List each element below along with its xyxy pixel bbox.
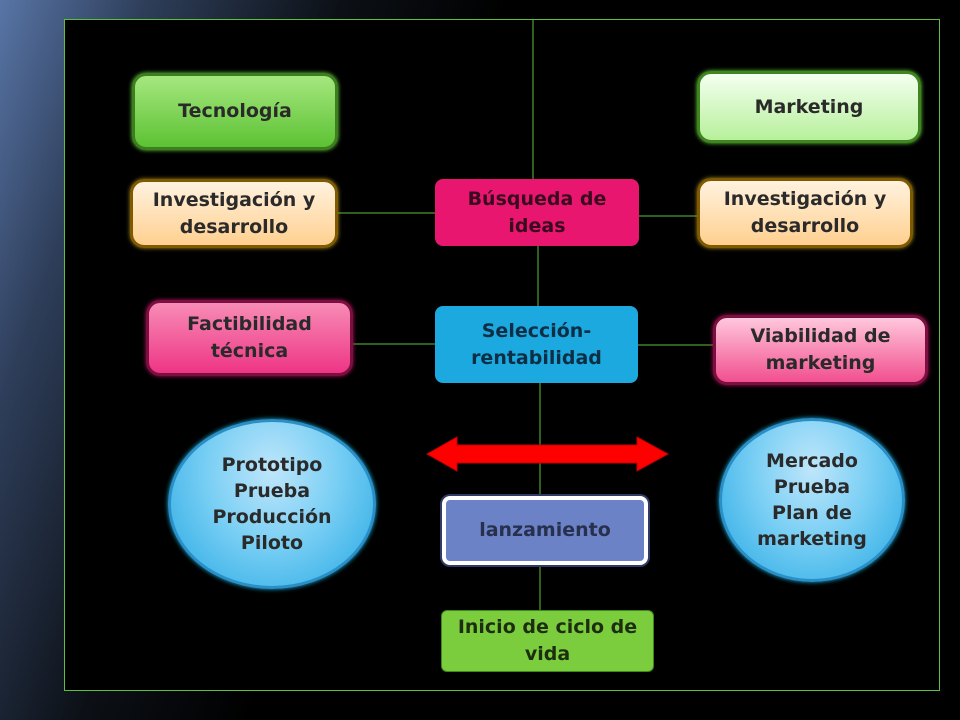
tecnologia-label: Tecnología (178, 100, 292, 122)
marketing-label: Marketing (754, 95, 864, 118)
factibilidad-label: Factibilidad técnica (187, 313, 312, 362)
prototipo-line-3: Producción (212, 506, 332, 528)
left-rd-label: Investigación y desarrollo (152, 188, 316, 238)
factibilidad-box: Factibilidad técnica (146, 300, 353, 376)
tecnologia-box: Tecnología (132, 73, 338, 150)
lanzamiento-label: lanzamiento (479, 519, 611, 541)
left-rd-box: Investigación y desarrollo (130, 179, 338, 248)
mercado-line-4: marketing (757, 528, 867, 550)
mercado-line-3: Plan de (772, 502, 852, 524)
mercado-line-2: Prueba (773, 476, 851, 498)
right-rd-label: Investigación y desarrollo (723, 188, 887, 237)
prototipo-line-2: Prueba (233, 480, 311, 502)
ciclo-vida-box: Inicio de ciclo de vida (441, 610, 654, 672)
busqueda-ideas-label: Búsqueda de ideas (467, 187, 607, 237)
mercado-oval: Mercado Prueba Plan de marketing (719, 418, 905, 582)
prototipo-line-4: Piloto (240, 532, 304, 554)
prototipo-line-1: Prototipo (221, 454, 323, 476)
mercado-line-1: Mercado (766, 450, 858, 472)
lanzamiento-box: lanzamiento (442, 496, 648, 565)
viabilidad-label: Viabilidad de marketing (750, 325, 891, 374)
seleccion-box: Selección- rentabilidad (435, 306, 638, 383)
right-rd-box: Investigación y desarrollo (697, 178, 913, 248)
viabilidad-box: Viabilidad de marketing (713, 315, 928, 385)
prototipo-oval: Prototipo Prueba Producción Piloto (168, 419, 376, 589)
seleccion-label: Selección- rentabilidad (471, 319, 602, 369)
busqueda-ideas-box: Búsqueda de ideas (435, 179, 639, 246)
ciclo-vida-label: Inicio de ciclo de vida (457, 616, 638, 665)
double-arrow (425, 436, 670, 472)
marketing-box: Marketing (697, 71, 921, 143)
